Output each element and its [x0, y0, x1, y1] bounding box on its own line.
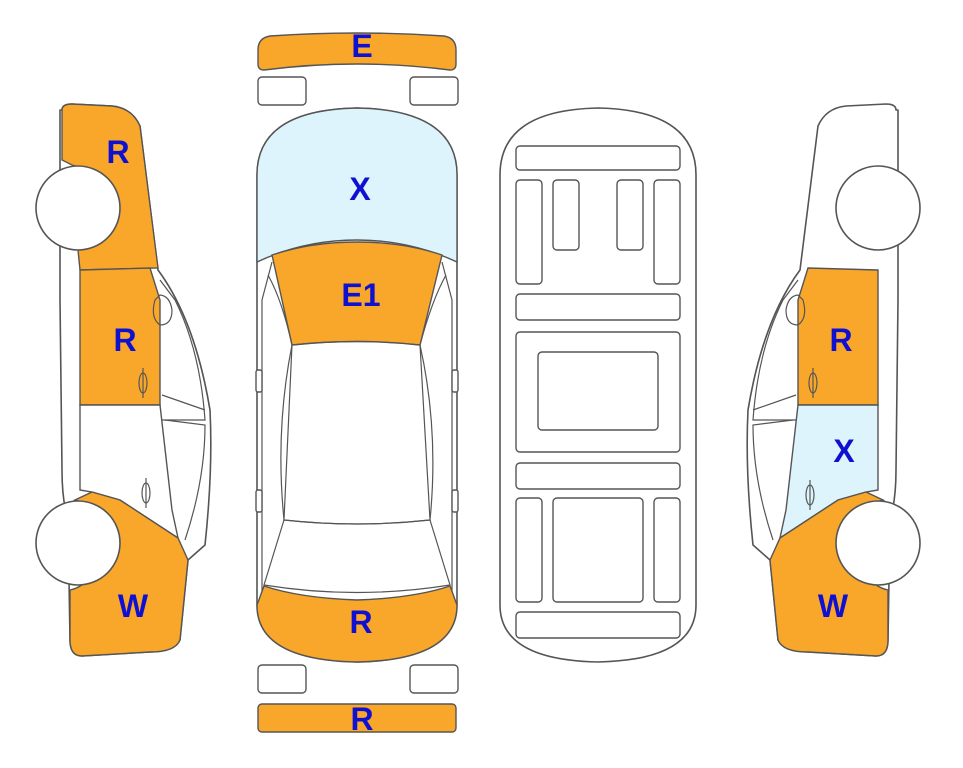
trunk-label: R: [349, 604, 372, 640]
right-front-door-handle: [808, 368, 818, 398]
left-side-view: R R W: [35, 103, 212, 657]
underbody-front-right-rail: [653, 179, 681, 285]
windshield-label: E1: [341, 277, 380, 313]
underbody-front-left-rail: [515, 179, 543, 285]
underbody-engine-left: [552, 179, 580, 251]
underbody-engine-right: [616, 179, 644, 251]
left-rear-quarter-label: W: [118, 588, 149, 624]
right-rear-door-handle: [805, 480, 815, 510]
underbody-outline: [499, 107, 697, 663]
right-mirror: [785, 294, 806, 326]
right-rear-door-label: X: [833, 433, 855, 469]
right-window-line: [752, 279, 799, 421]
right-front-door-panel[interactable]: [797, 267, 879, 406]
rear-window-outline: [263, 519, 451, 594]
underbody-rear-left-rail: [515, 497, 543, 603]
front-bumper-panel[interactable]: [257, 32, 457, 71]
left-front-door-label: R: [113, 322, 136, 358]
underbody-rear-right-rail: [653, 497, 681, 603]
right-pillar-line: [419, 274, 447, 521]
left-rear-window-line: [164, 419, 206, 541]
top-left-mirror: [255, 369, 263, 393]
left-front-wheel: [35, 165, 121, 251]
hood-panel[interactable]: [256, 107, 458, 264]
left-front-door-handle: [138, 368, 148, 398]
underbody-spare-well: [552, 497, 644, 603]
front-right-headlight: [409, 76, 459, 106]
right-rear-window-line: [752, 419, 794, 541]
right-side-view: R X W: [746, 103, 921, 657]
rear-right-taillight: [409, 664, 459, 694]
left-windshield-line: [157, 269, 211, 411]
top-right-handle: [451, 489, 459, 513]
underbody-rear-crossmember: [515, 462, 681, 490]
roof-outline: [283, 340, 431, 525]
rear-bumper-panel[interactable]: [257, 703, 457, 733]
rear-bumper-label: R: [350, 701, 373, 737]
right-rear-quarter-label: W: [818, 588, 849, 624]
underbody-view: [499, 107, 697, 663]
top-left-handle: [255, 489, 263, 513]
front-bumper-label: E: [351, 28, 372, 64]
trunk-panel[interactable]: [256, 585, 458, 663]
top-right-mirror: [451, 369, 459, 393]
right-side-line: [441, 261, 453, 600]
rear-left-taillight: [257, 664, 307, 694]
left-rear-wheel: [35, 500, 121, 586]
underbody-rear-panel: [515, 611, 681, 639]
left-pillar-line: [267, 274, 293, 521]
right-rear-wheel: [835, 500, 921, 586]
top-view: E X E1 R R: [255, 28, 459, 737]
underbody-tunnel: [537, 351, 659, 431]
left-window-line: [159, 279, 206, 421]
left-front-door-panel[interactable]: [79, 267, 161, 406]
left-front-fender-label: R: [106, 134, 129, 170]
left-b-pillar: [161, 394, 206, 411]
left-rear-door-handle: [141, 478, 151, 508]
right-front-wheel: [835, 165, 921, 251]
right-front-door-label: R: [829, 322, 852, 358]
hood-label: X: [349, 171, 371, 207]
underbody-mid-crossmember: [515, 293, 681, 321]
underbody-front-crossmember: [515, 145, 681, 171]
front-left-headlight: [257, 76, 307, 106]
right-windshield-line: [747, 269, 801, 411]
left-side-line: [261, 261, 273, 600]
right-b-pillar: [752, 394, 797, 411]
left-mirror: [152, 294, 173, 326]
